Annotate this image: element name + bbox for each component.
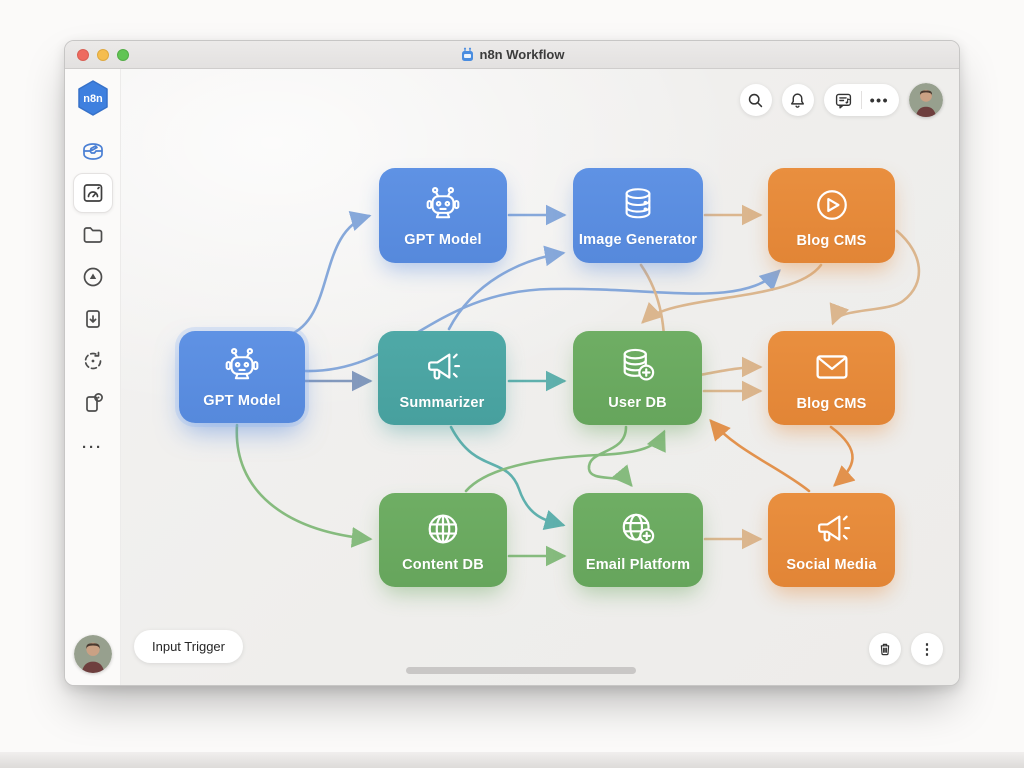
node-summarizer[interactable]: Summarizer: [378, 331, 506, 425]
topbar-more-button[interactable]: •••: [869, 92, 889, 108]
minimize-button[interactable]: [97, 48, 109, 61]
app-robot-icon: [461, 47, 473, 61]
play-circle-icon: [816, 189, 847, 220]
folder-icon: [83, 227, 102, 243]
connection-blogcmsmid-socialmedia[interactable]: [829, 425, 856, 487]
node-email-platform[interactable]: Email Platform: [573, 493, 703, 587]
node-content-db[interactable]: Content DB: [379, 493, 507, 587]
node-label: Summarizer: [399, 395, 485, 411]
desk-edge: [0, 752, 1024, 768]
upload-circle-icon: [83, 267, 102, 287]
node-label: Blog CMS: [796, 232, 867, 249]
window-title-text: n8n Workflow: [479, 47, 565, 62]
canvas-more-button[interactable]: ⋮: [911, 633, 943, 665]
zoom-button[interactable]: [117, 48, 129, 61]
connections-layer: [235, 204, 921, 567]
notifications-button[interactable]: [781, 84, 814, 116]
messages-button[interactable]: [834, 91, 853, 110]
globe-icon: [428, 514, 458, 544]
connection-socialmedia-userdb[interactable]: [709, 419, 811, 493]
sidebar: n8n: [65, 69, 121, 685]
node-gpt-model-left[interactable]: GPT Model: [179, 331, 305, 423]
connection-summarizer-emailplatform[interactable]: [449, 425, 566, 531]
connection-blogcmstop-userdb[interactable]: [641, 263, 823, 324]
delete-button[interactable]: [869, 633, 901, 665]
pill-divider: [860, 91, 862, 109]
bottom-actions: ⋮: [869, 633, 943, 665]
node-gpt-model-top[interactable]: GPT Model: [379, 168, 507, 263]
sync-icon: [84, 351, 101, 370]
search-icon: [749, 93, 763, 107]
file-import-icon: [85, 310, 100, 328]
app-window: n8n Workflow n8n: [64, 40, 960, 686]
horizontal-scrollbar[interactable]: [406, 667, 636, 674]
database-plus-icon: [623, 348, 654, 381]
sidebar-item-upload[interactable]: [73, 257, 113, 297]
node-image-generator[interactable]: Image Generator: [573, 168, 703, 263]
window-title: n8n Workflow: [65, 47, 959, 62]
node-blog-cms-top[interactable]: Blog CMS: [768, 168, 895, 263]
topbar-controls: •••: [739, 83, 943, 117]
topbar-avatar[interactable]: [909, 83, 943, 117]
connection-summarizer-imagegen[interactable]: [447, 245, 566, 331]
search-button[interactable]: [739, 84, 772, 116]
inbox-compose-icon: [82, 143, 103, 160]
node-label: Social Media: [786, 557, 877, 573]
connection-contentdb-userdb[interactable]: [464, 429, 666, 493]
megaphone-icon: [428, 353, 461, 380]
connection-gptleft-blogcmstop[interactable]: [303, 269, 781, 373]
sidebar-item-folder[interactable]: [73, 215, 113, 255]
sidebar-more-button[interactable]: ···: [82, 438, 103, 456]
node-social-media[interactable]: Social Media: [768, 493, 895, 587]
node-label: GPT Model: [404, 231, 482, 248]
messages-more-pill: •••: [823, 84, 899, 116]
sidebar-item-devices[interactable]: [73, 383, 113, 423]
workflow-canvas[interactable]: GPT Model Image Generator Blog CMS: [121, 69, 959, 685]
connection-gptleft-contentdb[interactable]: [235, 423, 373, 548]
svg-text:n8n: n8n: [83, 93, 103, 105]
database-icon: [625, 187, 651, 218]
bell-icon: [791, 92, 805, 108]
node-user-db[interactable]: User DB: [573, 331, 702, 425]
globe-plus-icon: [622, 513, 655, 544]
trash-icon: [880, 643, 890, 656]
sidebar-item-import[interactable]: [73, 299, 113, 339]
envelope-icon: [815, 355, 848, 379]
sidebar-avatar[interactable]: [73, 635, 112, 673]
sidebar-item-dashboard[interactable]: [72, 173, 113, 213]
node-blog-cms-mid[interactable]: Blog CMS: [768, 331, 895, 425]
node-label: Image Generator: [578, 231, 698, 248]
dashboard-gauge-icon: [83, 184, 102, 202]
n8n-logo[interactable]: n8n: [74, 79, 112, 117]
traffic-lights: [77, 48, 129, 61]
chat-note-icon: [835, 93, 851, 109]
user-avatar-image: [909, 83, 943, 117]
node-label: Blog CMS: [796, 396, 867, 412]
node-label: Email Platform: [585, 557, 691, 573]
robot-icon: [225, 347, 259, 380]
close-button[interactable]: [77, 48, 89, 61]
node-label: Content DB: [402, 557, 484, 573]
robot-icon: [426, 186, 460, 218]
connection-userdb-emailplatform[interactable]: [587, 425, 633, 487]
megaphone-icon: [817, 515, 850, 542]
node-label: GPT Model: [203, 393, 281, 409]
user-avatar-image: [73, 635, 112, 673]
input-trigger-button[interactable]: Input Trigger: [134, 630, 243, 663]
connection-gptleft-gpttop[interactable]: [287, 211, 372, 337]
sidebar-item-sync[interactable]: [73, 341, 113, 381]
titlebar: n8n Workflow: [65, 41, 959, 69]
connection-blogcmstop-blogcmsmid[interactable]: [829, 229, 921, 326]
sidebar-item-inbox[interactable]: [73, 131, 113, 171]
device-badge-icon: [85, 393, 103, 412]
node-label: User DB: [608, 395, 667, 411]
